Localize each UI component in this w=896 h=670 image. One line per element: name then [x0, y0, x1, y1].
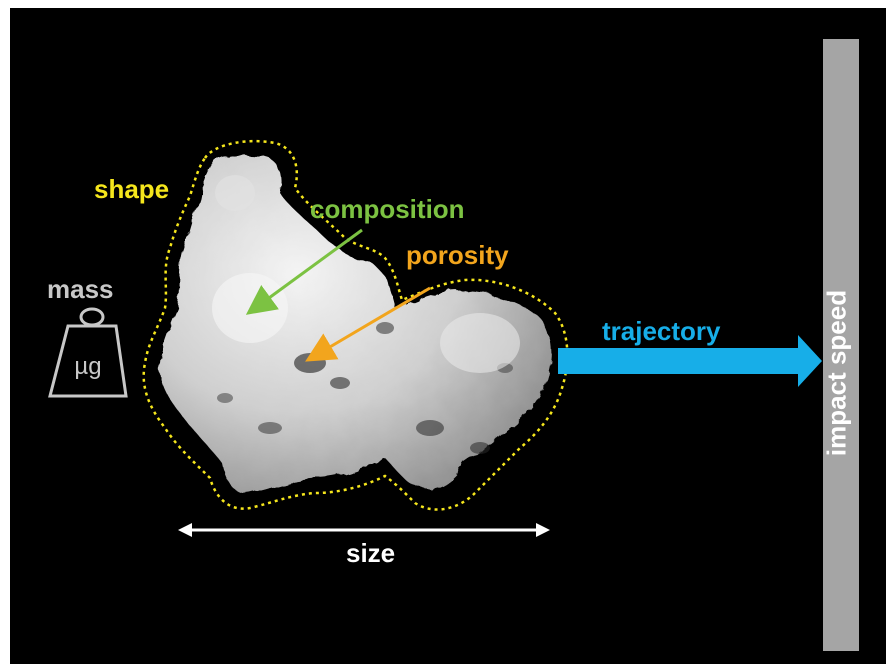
weight-unit-label: µg: [74, 353, 101, 380]
composition-label: composition: [310, 194, 465, 224]
porosity-arrow: [305, 286, 431, 362]
size-arrow: [178, 523, 550, 537]
composition-arrow: [245, 228, 363, 315]
diagram-graphics: µg: [48, 39, 859, 651]
size-label: size: [346, 538, 396, 568]
impact-wall: [823, 39, 859, 651]
porosity-label: porosity: [406, 240, 509, 270]
diagram-canvas: µg shape composition porosity mass traje…: [10, 8, 886, 664]
trajectory-arrow: [558, 335, 822, 387]
shape-outline: [142, 139, 569, 511]
impact-speed-label: impact speed: [821, 289, 852, 457]
dust-particle-image: [159, 154, 552, 494]
weight-icon: [48, 307, 128, 398]
shape-label: shape: [94, 174, 170, 204]
mass-label: mass: [47, 274, 114, 304]
trajectory-label: trajectory: [602, 316, 721, 346]
